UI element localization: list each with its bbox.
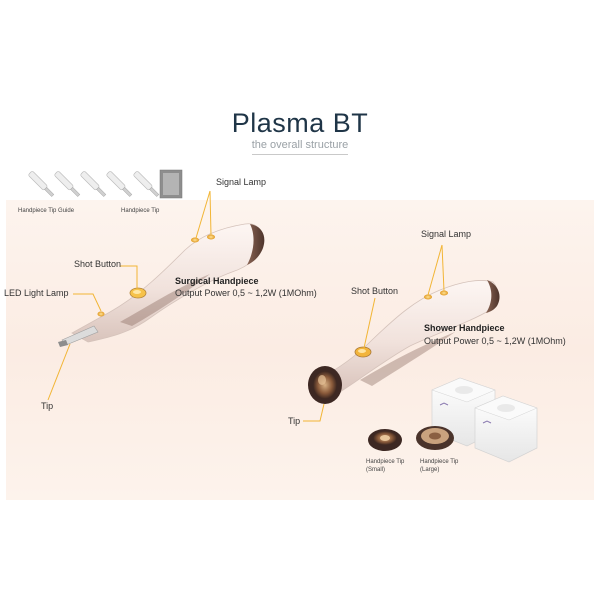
shower-signal-lamp [424, 290, 448, 300]
led-light-lamp-label: LED Light Lamp [4, 288, 69, 298]
tip-guide-label: Handpiece Tip Guide [18, 208, 75, 214]
shower-shot-button-label: Shot Button [351, 286, 399, 296]
tip-label: Handpiece Tip [121, 208, 160, 214]
tip-card-accessory [159, 169, 183, 199]
surgical-handpiece-name: Surgical Handpiece [175, 276, 259, 286]
subtitle-divider [252, 154, 348, 155]
surgical-shot-button-label: Shot Button [74, 259, 122, 269]
surgical-led-light-lamp [97, 311, 105, 317]
shower-handpiece-name: Shower Handpiece [424, 323, 505, 333]
surgical-shot-button [129, 287, 147, 299]
tip-large-label-line2: (Large) [420, 467, 440, 473]
handpiece-tip-large [416, 426, 454, 450]
surgical-tip-label: Tip [41, 401, 54, 411]
tip-packaging-boxes [431, 377, 538, 463]
page-subtitle: the overall structure [251, 139, 349, 151]
shower-shot-button [354, 346, 372, 358]
page-title: Plasma BT [231, 108, 369, 138]
tip-guide-accessories [28, 171, 160, 197]
shower-handpiece [308, 280, 500, 404]
surgical-signal-lamp [191, 234, 215, 243]
surgical-handpiece [58, 223, 265, 347]
tip-small-label-line1: Handpiece Tip [366, 459, 405, 465]
tip-small-label-line2: (Small) [366, 467, 385, 473]
handpiece-tip-small [368, 429, 402, 451]
tip-large-label-line1: Handpiece Tip [420, 459, 459, 465]
surgical-signal-lamp-label: Signal Lamp [216, 177, 267, 187]
shower-output-power: Output Power 0,5 ~ 1,2W (1MOhm) [424, 336, 566, 346]
shower-signal-lamp-label: Signal Lamp [421, 229, 472, 239]
surgical-output-power: Output Power 0,5 ~ 1,2W (1MOhm) [175, 288, 317, 298]
callout-lines [47, 190, 445, 422]
shower-tip-label: Tip [288, 416, 301, 426]
